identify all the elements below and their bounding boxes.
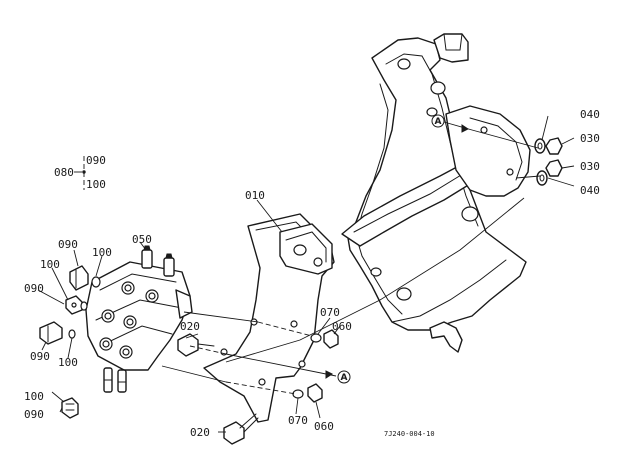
fittings bbox=[39, 265, 101, 419]
group-080: 080 090 100 bbox=[54, 154, 106, 191]
svg-text:A: A bbox=[341, 373, 348, 383]
label-040-lower: 040 bbox=[580, 184, 600, 197]
label-090-group: 090 bbox=[86, 154, 106, 167]
label-090-bottom: 090 bbox=[24, 408, 44, 421]
nuts-washers bbox=[292, 329, 339, 403]
control-valve bbox=[85, 245, 193, 393]
svg-text:A: A bbox=[435, 117, 442, 127]
callout-a-upper: A bbox=[431, 114, 445, 128]
label-020-lower: 020 bbox=[190, 426, 210, 439]
label-070-lower: 070 bbox=[288, 414, 308, 427]
label-060-upper: 060 bbox=[332, 320, 352, 333]
label-leaders bbox=[37, 115, 575, 433]
label-010: 010 bbox=[245, 189, 265, 202]
bracket-plate bbox=[203, 213, 335, 423]
label-050: 050 bbox=[132, 233, 152, 246]
label-100-lower: 100 bbox=[58, 356, 78, 369]
label-090-upper: 090 bbox=[58, 238, 78, 251]
label-060-lower: 060 bbox=[314, 420, 334, 433]
assembly-lines bbox=[161, 121, 541, 395]
label-070-upper: 070 bbox=[320, 306, 340, 319]
label-040-upper: 040 bbox=[580, 108, 600, 121]
drawing-number: 7J240-004-10 bbox=[384, 430, 435, 438]
label-100-group: 100 bbox=[86, 178, 106, 191]
label-030-lower: 030 bbox=[580, 160, 600, 173]
label-020-upper: 020 bbox=[180, 320, 200, 333]
label-100-bottom: 100 bbox=[24, 390, 44, 403]
label-030-upper: 030 bbox=[580, 132, 600, 145]
mount-frame bbox=[341, 33, 531, 353]
bolts bbox=[177, 333, 259, 445]
label-100-upper: 100 bbox=[92, 246, 112, 259]
part-labels: 010 050 040 030 030 040 090 100 100 090 … bbox=[24, 108, 600, 439]
label-090-mid: 090 bbox=[24, 282, 44, 295]
right-fasteners bbox=[534, 137, 563, 186]
label-100-mid: 100 bbox=[40, 258, 60, 271]
callout-a-lower: A bbox=[337, 370, 351, 384]
label-090-lower: 090 bbox=[30, 350, 50, 363]
label-080: 080 bbox=[54, 166, 74, 179]
